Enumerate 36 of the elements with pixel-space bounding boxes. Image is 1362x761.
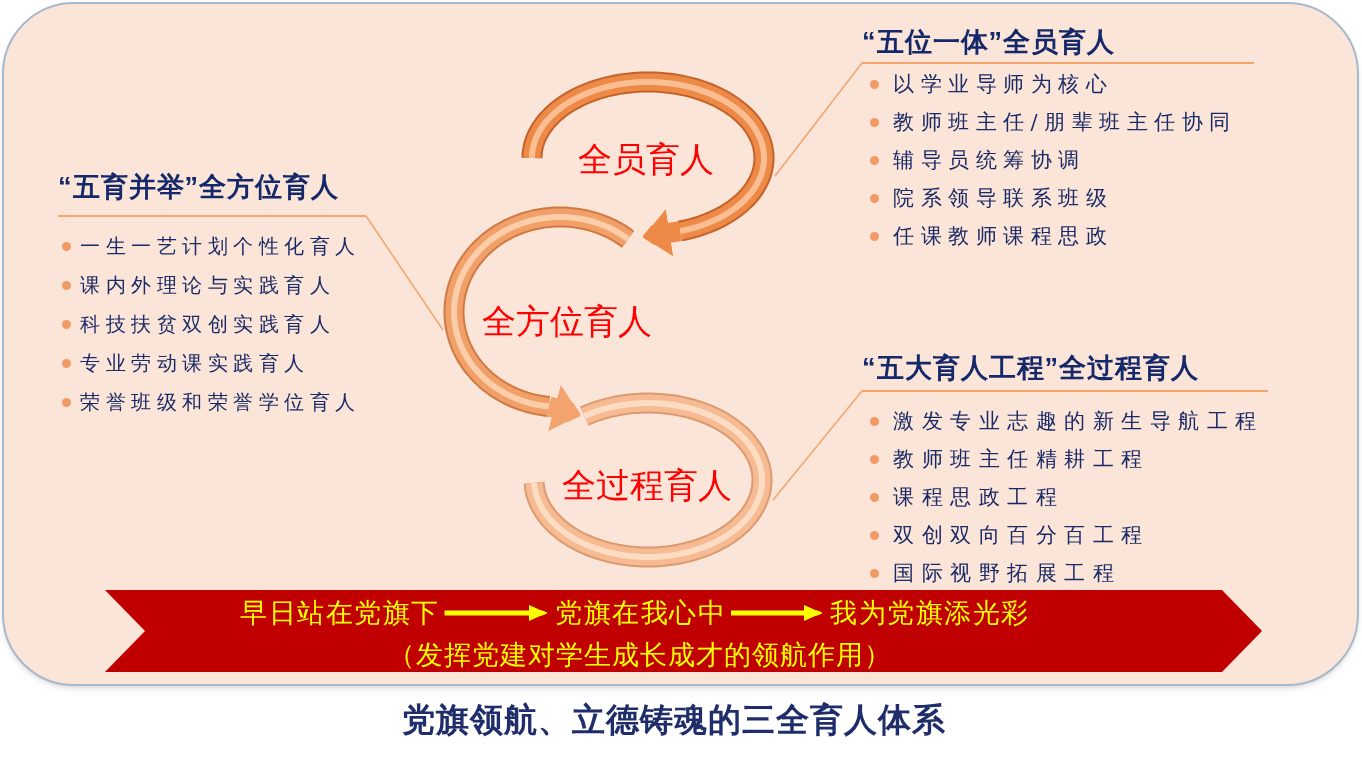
ring-label: 全方位育人 xyxy=(482,301,652,341)
curved-band xyxy=(521,71,775,242)
leader-line xyxy=(365,215,444,331)
list-item: 院系领导联系班级 xyxy=(893,185,1113,211)
arrow xyxy=(642,209,682,257)
list-item: 教师班主任/朋辈班主任协同 xyxy=(893,109,1237,135)
leader-line xyxy=(772,390,863,501)
list-item: 双创双向百分百工程 xyxy=(893,522,1150,548)
list-item: 激发专业志趣的新生导航工程 xyxy=(893,408,1264,434)
list-item: 课程思政工程 xyxy=(893,484,1064,510)
list-item: 教师班主任精耕工程 xyxy=(893,446,1150,472)
list-item: 荣誉班级和荣誉学位育人 xyxy=(80,389,361,415)
list-item: 科技扶贫双创实践育人 xyxy=(80,311,335,337)
diagram-title: 党旗领航、立德铸魂的三全育人体系 xyxy=(402,701,946,739)
section-heading: “五位一体”全员育人 xyxy=(862,26,1254,64)
section-heading: “五育并举”全方位育人 xyxy=(58,171,366,217)
list-item: 一生一艺计划个性化育人 xyxy=(80,233,361,259)
flow-step: 党旗在我心中 xyxy=(555,598,726,628)
flow-step: 早日站在党旗下 xyxy=(240,598,440,628)
list-item: 任课教师课程思政 xyxy=(893,223,1113,249)
list-item: 专业劳动课实践育人 xyxy=(80,350,310,376)
list-item: 国际视野拓展工程 xyxy=(893,560,1121,586)
arrow xyxy=(444,605,547,621)
banner-note: （发挥党建对学生成长成才的领航作用） xyxy=(388,640,892,670)
arrow xyxy=(546,384,582,432)
list-item: 辅导员统筹协调 xyxy=(893,147,1086,173)
section-heading: “五大育人工程”全过程育人 xyxy=(862,352,1268,392)
ring-label: 全过程育人 xyxy=(562,465,732,505)
list-item: 以学业导师为核心 xyxy=(893,71,1113,97)
flow-step: 我为党旗添光彩 xyxy=(830,598,1030,628)
banner-arrow xyxy=(105,590,1262,672)
curved-band xyxy=(523,392,773,568)
list-item: 课内外理论与实践育人 xyxy=(80,272,335,298)
leader-line xyxy=(774,62,863,177)
arrow xyxy=(731,605,822,621)
ring-label: 全员育人 xyxy=(578,139,714,179)
